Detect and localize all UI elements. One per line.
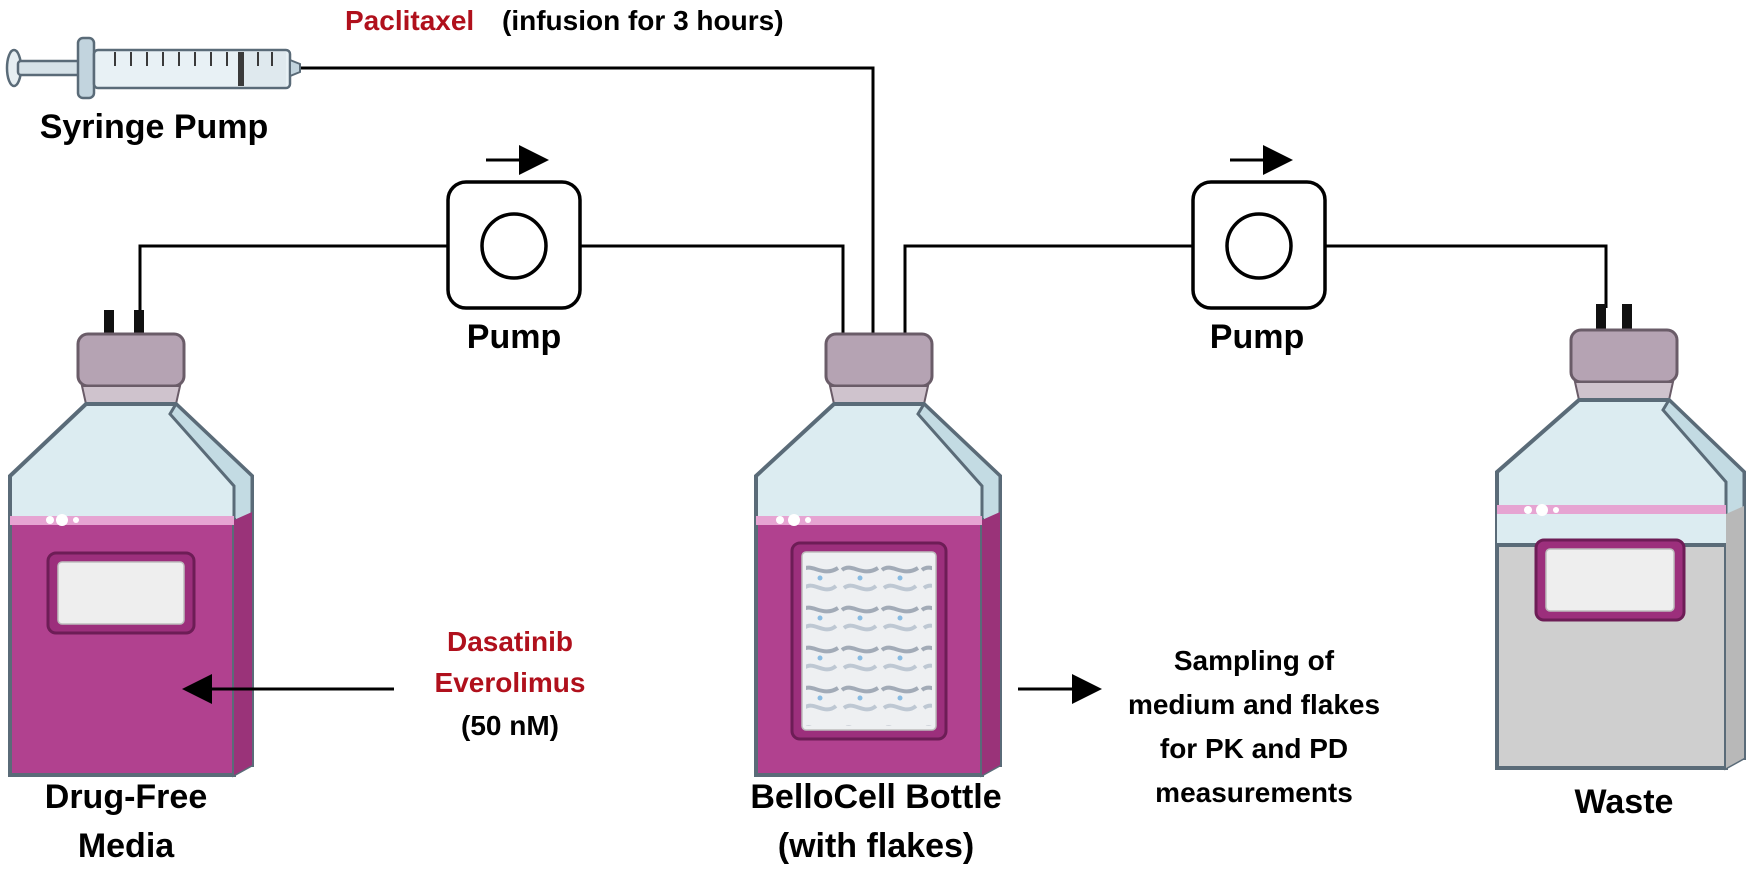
everolimus-label: Everolimus <box>435 667 586 698</box>
paclitaxel-label: Paclitaxel <box>345 5 474 36</box>
pump1-outlet-tube <box>580 244 845 340</box>
syringe-tube <box>300 66 875 340</box>
syringe-icon <box>5 36 301 100</box>
pump-right-label: Pump <box>1210 318 1304 356</box>
sampling-label-2: medium and flakes <box>1128 689 1380 720</box>
media-bottle <box>8 310 254 778</box>
media-bottle-label-2: Media <box>78 827 175 865</box>
sampling-label-3: for PK and PD <box>1160 733 1348 764</box>
pump-left-label: Pump <box>467 318 561 356</box>
dasatinib-label: Dasatinib <box>447 626 573 657</box>
media-bottle-label-1: Drug-Free <box>45 778 207 816</box>
sampling-label-4: measurements <box>1155 777 1353 808</box>
media-outlet-tube <box>138 244 448 312</box>
waste-bottle <box>1495 304 1746 771</box>
waste-label: Waste <box>1575 783 1674 821</box>
sampling-label-1: Sampling of <box>1174 645 1335 676</box>
bellocell-label-1: BelloCell Bottle <box>750 778 1001 816</box>
bellocell-bottle <box>754 332 1002 778</box>
syringe-pump-label: Syringe Pump <box>40 108 269 146</box>
pump2-outlet-tube <box>1325 244 1608 308</box>
pump-left <box>446 145 582 310</box>
infusion-label: (infusion for 3 hours) <box>502 5 784 36</box>
bellocell-label-2: (with flakes) <box>778 827 974 865</box>
pump-right <box>1191 145 1327 310</box>
concentration-label: (50 nM) <box>461 710 559 741</box>
tubing <box>138 66 1608 340</box>
bellocell-outlet-tube <box>903 244 1193 340</box>
